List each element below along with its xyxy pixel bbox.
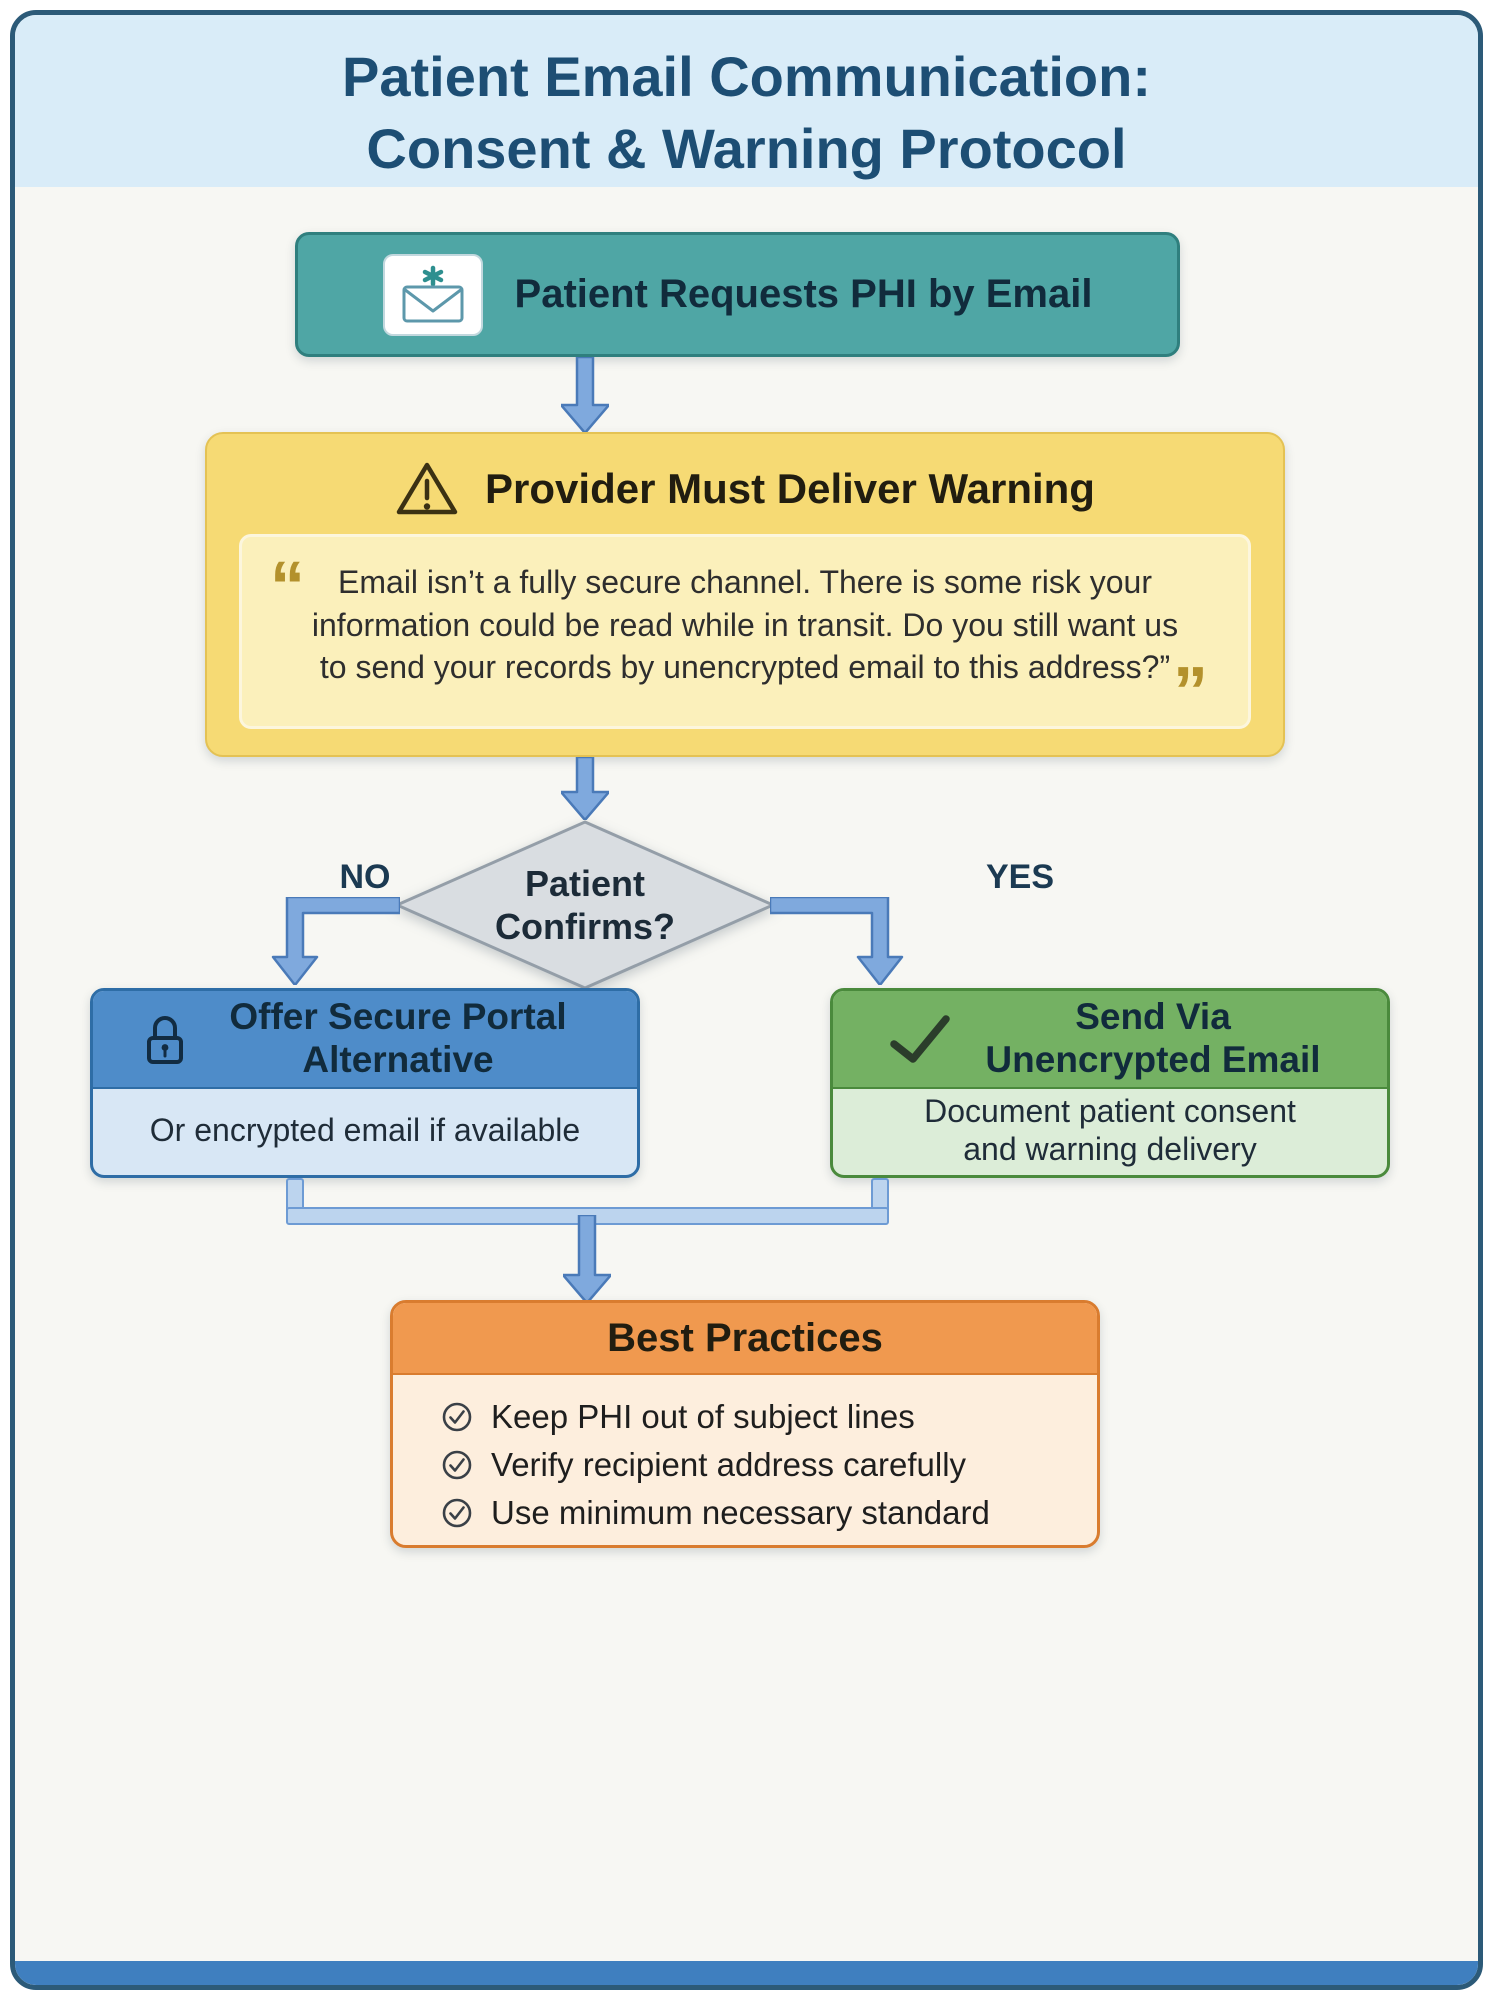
page-title-line-1: Patient Email Communication:	[342, 45, 1151, 108]
connector-yes-branch	[770, 897, 904, 985]
warning-node: Provider Must Deliver Warning “ Email is…	[205, 432, 1285, 757]
best-practice-item-text: Verify recipient address carefully	[491, 1446, 967, 1483]
warning-triangle-icon	[396, 462, 458, 515]
arrow-request-to-warning	[561, 357, 609, 433]
warning-quote-box: “ Email isn’t a fully secure channel. Th…	[239, 534, 1251, 729]
checkmark-icon	[890, 1015, 950, 1063]
bottom-accent-bar	[15, 1961, 1478, 1985]
decision-node: Patient Confirms?	[395, 820, 775, 990]
portal-node-body: Or encrypted email if available	[149, 1112, 581, 1149]
header-band: Patient Email Communication: Consent & W…	[15, 15, 1478, 187]
email-node: Send Via Unencrypted Email Document pati…	[830, 988, 1390, 1178]
best-practices-title: Best Practices	[393, 1303, 1097, 1375]
email-node-body: Document patient consent and warning del…	[833, 1089, 1387, 1173]
arrow-merge-to-best-practices	[563, 1215, 611, 1303]
connector-no-branch	[271, 897, 400, 985]
email-envelope-icon	[382, 253, 483, 336]
lock-icon	[147, 1016, 183, 1064]
page-title: Patient Email Communication: Consent & W…	[15, 15, 1478, 184]
best-practice-item: Use minimum necessary standard	[441, 1489, 1097, 1537]
no-branch-label: NO	[339, 858, 391, 896]
arrow-warning-to-decision	[561, 757, 609, 820]
circle-check-icon	[442, 1402, 472, 1432]
yes-branch-label: YES	[985, 858, 1055, 896]
request-node: Patient Requests PHI by Email	[295, 232, 1180, 357]
portal-node: Offer Secure Portal Alternative Or encry…	[90, 988, 640, 1178]
circle-check-icon	[442, 1498, 472, 1528]
best-practices-node: Best Practices Keep PHI out of subject l…	[390, 1300, 1100, 1548]
page-title-line-2: Consent & Warning Protocol	[366, 116, 1127, 180]
page-frame: Patient Email Communication: Consent & W…	[10, 10, 1483, 1990]
email-node-header: Send Via Unencrypted Email	[833, 991, 1387, 1089]
portal-node-title: Offer Secure Portal Alternative	[229, 996, 567, 1080]
open-quote-mark: “	[270, 547, 305, 625]
email-node-title: Send Via Unencrypted Email	[985, 996, 1321, 1080]
best-practice-item-text: Use minimum necessary standard	[491, 1494, 990, 1531]
warning-node-title: Provider Must Deliver Warning	[485, 465, 1095, 512]
warning-quote-text: Email isn’t a fully secure channel. Ther…	[311, 564, 1179, 686]
portal-node-header: Offer Secure Portal Alternative	[93, 991, 637, 1089]
warning-node-header: Provider Must Deliver Warning	[207, 460, 1283, 518]
email-node-body-text: Document patient consent and warning del…	[924, 1093, 1296, 1167]
close-quote-mark: ”	[1173, 652, 1208, 730]
request-node-label: Patient Requests PHI by Email	[514, 272, 1093, 316]
best-practice-item-text: Keep PHI out of subject lines	[491, 1398, 915, 1435]
best-practices-list: Keep PHI out of subject lines Verify rec…	[393, 1375, 1097, 1537]
best-practice-item: Verify recipient address carefully	[441, 1441, 1097, 1489]
circle-check-icon	[442, 1450, 472, 1480]
decision-node-label: Patient Confirms?	[495, 862, 675, 947]
best-practice-item: Keep PHI out of subject lines	[441, 1393, 1097, 1441]
